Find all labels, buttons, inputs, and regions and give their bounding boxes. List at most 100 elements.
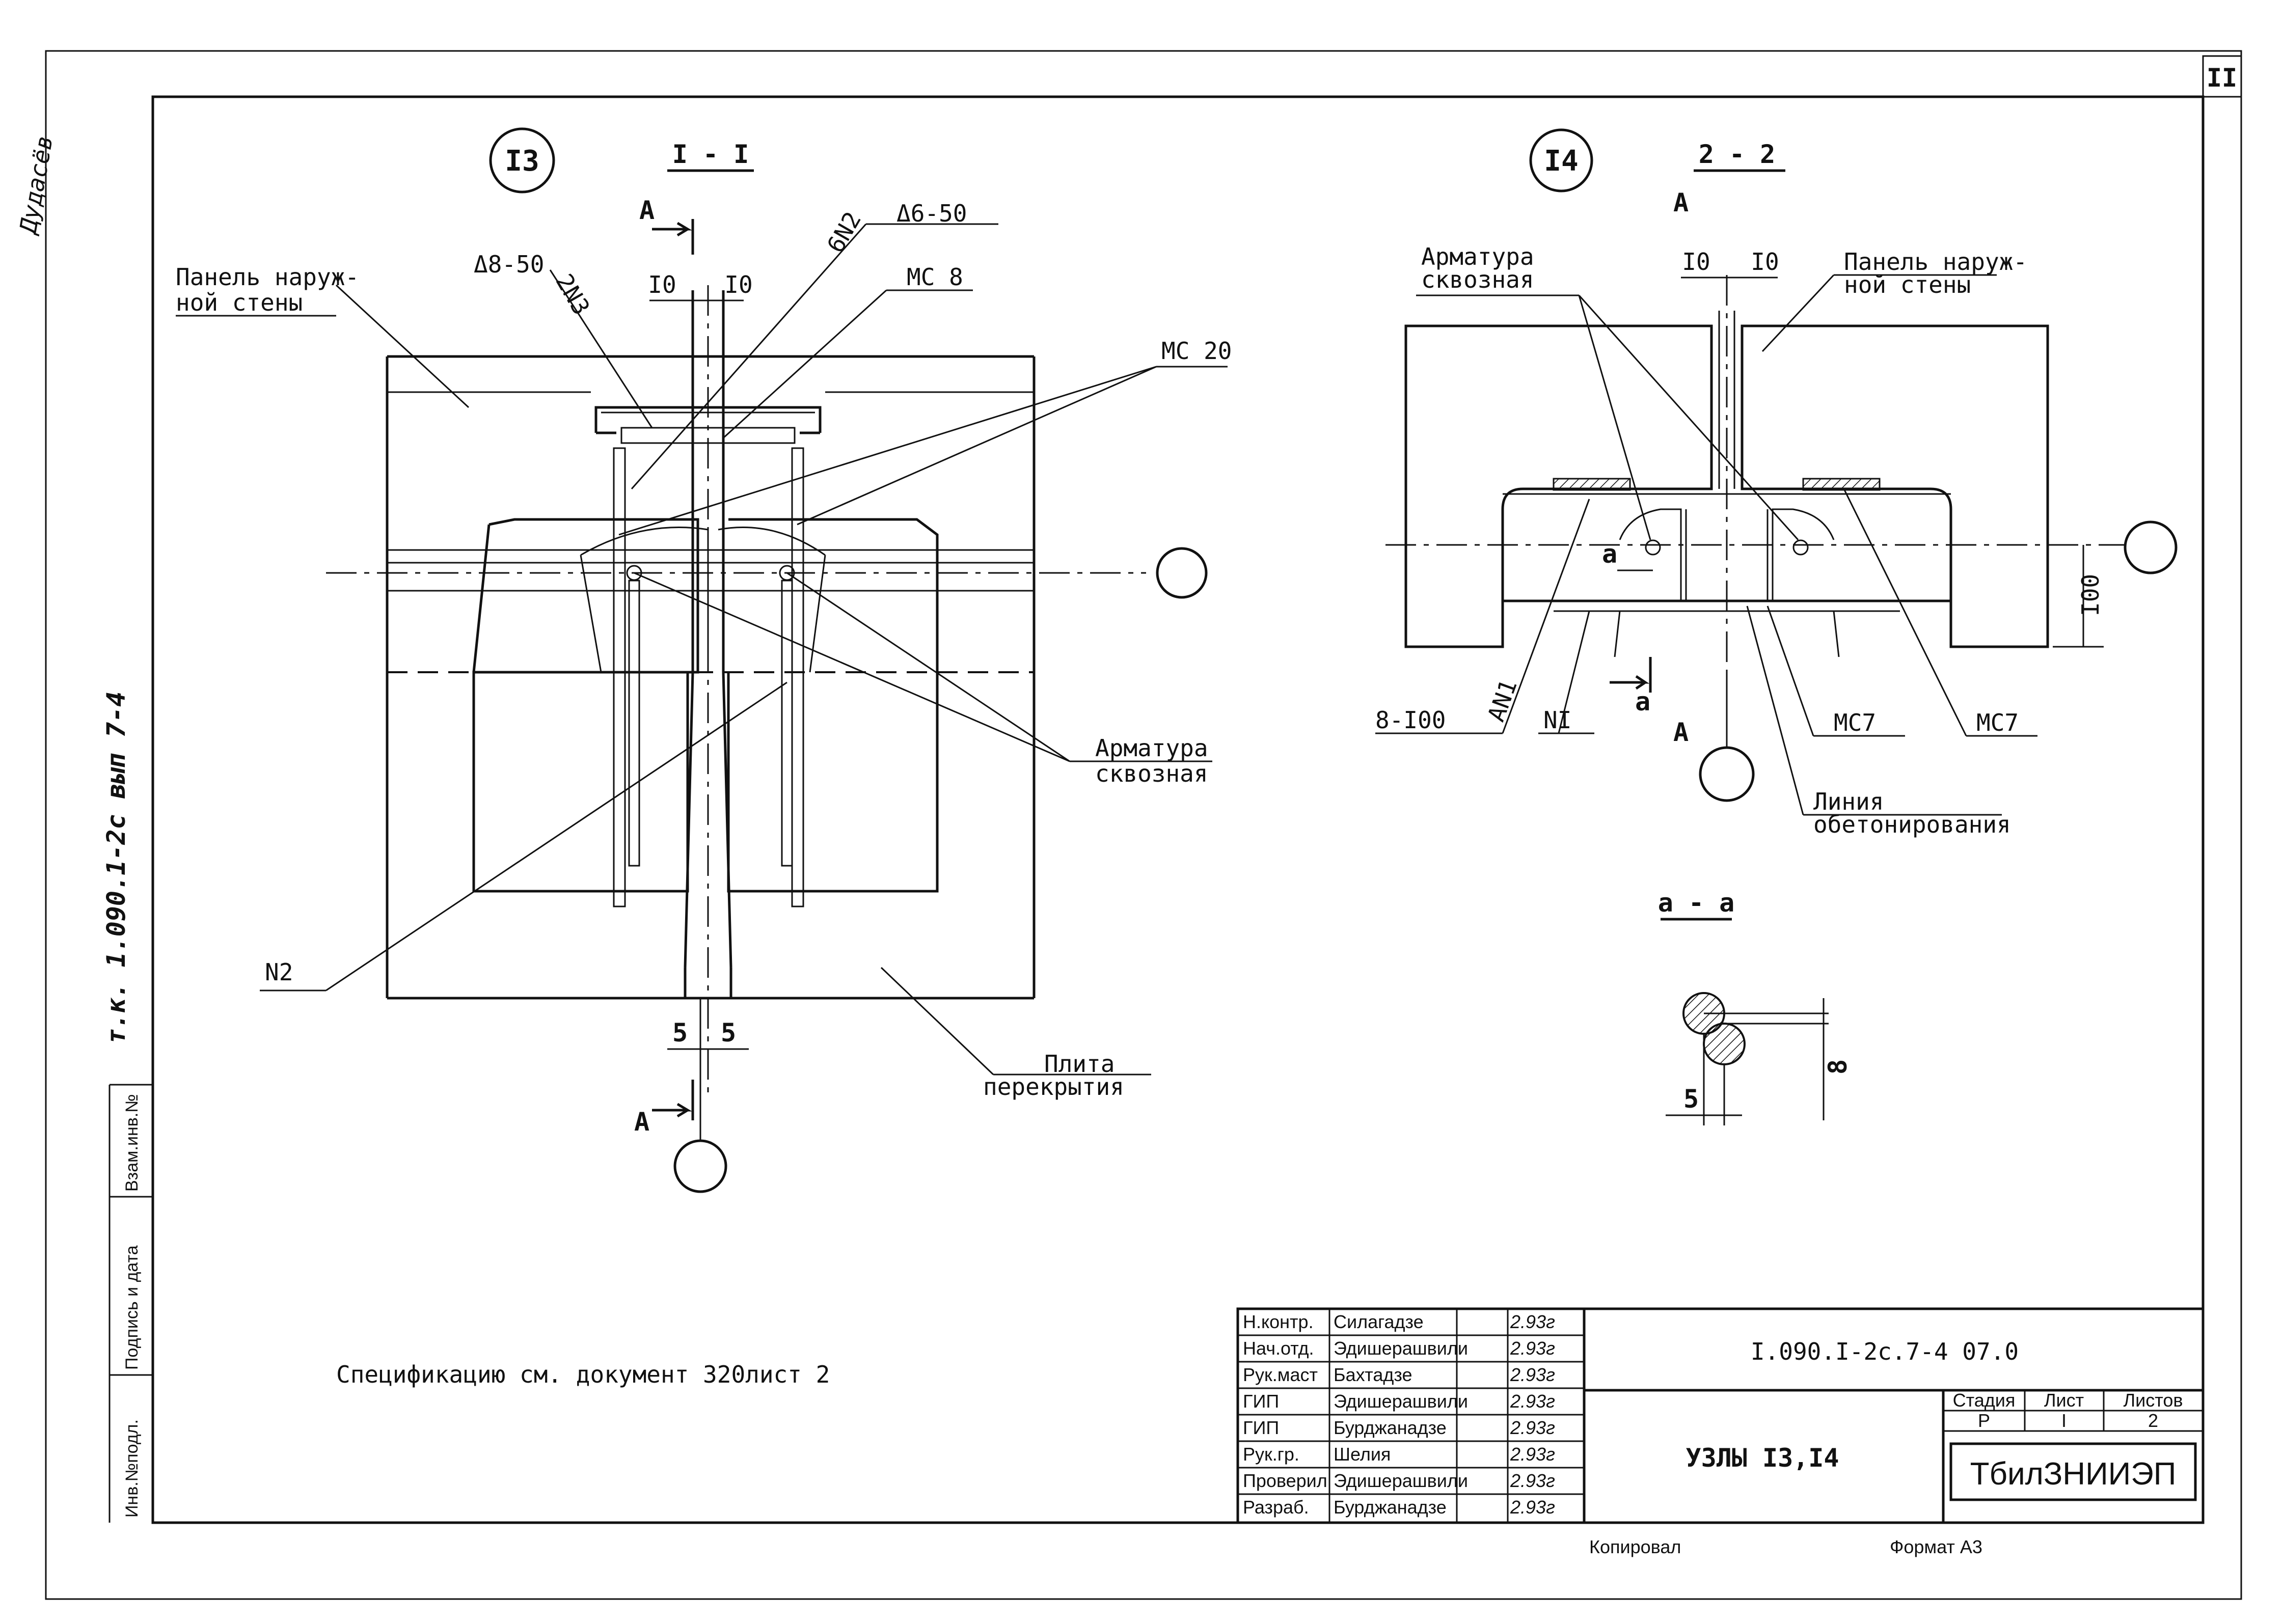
- stamp-roles-7-date: 2.93г: [1510, 1497, 1555, 1518]
- stamp-roles-2-role: Рук.маст: [1243, 1364, 1318, 1385]
- detail-aa: а - а 8 5: [1658, 888, 1853, 1125]
- node14-liniya-1: Линия: [1813, 788, 1884, 815]
- stamp-roles-0-date: 2.93г: [1510, 1311, 1555, 1332]
- spec-note: Спецификацию см. документ 320лист 2: [336, 1361, 830, 1388]
- path-shape: [472, 518, 939, 893]
- node14-section: 2 - 2: [1699, 140, 1776, 169]
- node14-dim10a: I0: [1682, 248, 1710, 276]
- sheet-number-box: [2202, 55, 2242, 98]
- path-shape: [684, 290, 732, 968]
- margin-vzam-inv: Взам.инв.№: [122, 1094, 142, 1192]
- margin-signature: Дудасёв: [14, 133, 59, 237]
- margin-podpis-data: Подпись и дата: [122, 1245, 142, 1370]
- path-shape: [809, 555, 826, 673]
- node13-number: I3: [505, 145, 539, 178]
- stamp-title: УЗЛЫ I3,I4: [1686, 1443, 1839, 1473]
- side-code: т.к. 1.090.1-2с вып 7-4: [101, 692, 131, 1044]
- stamp-stage: Р: [1978, 1410, 1990, 1431]
- node14-drawing: I4 2 - 2 А а А: [1375, 128, 2178, 838]
- stamp-roles-3-role: ГИП: [1243, 1391, 1279, 1412]
- outer-border: [45, 50, 2242, 1600]
- line-shape: [1558, 611, 1590, 734]
- line-shape: [1766, 605, 1814, 736]
- stamp-roles-1-date: 2.93г: [1510, 1338, 1555, 1359]
- line-shape: [880, 967, 994, 1076]
- node13-section: I - I: [672, 140, 749, 169]
- inner-frame: [151, 95, 2205, 1524]
- stamp-roles-0-role: Н.контр.: [1243, 1311, 1314, 1332]
- node13-panel-label-2: ной стены: [176, 289, 303, 316]
- stamp-roles-2-date: 2.93г: [1510, 1364, 1555, 1385]
- stamp-roles-7-name: Бурджанадзе: [1334, 1497, 1447, 1518]
- path-shape: [472, 524, 491, 673]
- node13-armatura-1: Арматура: [1095, 734, 1208, 762]
- circle-shape: [1645, 539, 1661, 556]
- path-shape: [652, 1103, 693, 1118]
- copied-label: Копировал: [1589, 1536, 1681, 1557]
- node14-axis-marker-bottom: [1699, 746, 1755, 802]
- stamp-roles-6-date: 2.93г: [1510, 1470, 1555, 1491]
- rect-shape: [620, 427, 796, 444]
- line-shape: [1843, 488, 1967, 736]
- node14-n1: NI: [1543, 706, 1571, 734]
- line-shape: [325, 681, 787, 992]
- stamp-roles-1-name: Эдишерашвили: [1334, 1338, 1468, 1359]
- node13-panel-label-1: Панель наруж-: [176, 263, 359, 291]
- node14-number: I4: [1544, 145, 1578, 178]
- line-shape: [797, 366, 1157, 526]
- stamp-sheets_label: Листов: [2124, 1390, 2183, 1411]
- line-shape: [722, 289, 887, 439]
- path-shape: [1741, 324, 2049, 648]
- stamp-roles-4-name: Бурджанадзе: [1334, 1417, 1447, 1438]
- margin-inv-podl: Инв.№подл.: [122, 1419, 142, 1518]
- stamp-roles-1-role: Нач.отд.: [1243, 1338, 1314, 1359]
- detail-aa-dim5: 5: [1683, 1084, 1699, 1114]
- line-shape: [335, 284, 470, 408]
- path-shape: [652, 222, 693, 237]
- path-shape: [1772, 508, 1835, 601]
- sheet-number: II: [2207, 63, 2237, 93]
- node14-number-circle: [1529, 128, 1593, 192]
- node13-mc20: МС 20: [1161, 337, 1232, 365]
- line-shape: [549, 269, 653, 428]
- node13-n2n3: 2N3: [550, 269, 595, 320]
- node13-delta8: Δ8-50: [474, 251, 544, 278]
- circle-shape: [1792, 539, 1809, 556]
- node13-armatura-2: сквозная: [1095, 760, 1208, 787]
- node13-arrow-a-bottom: А: [634, 1107, 649, 1137]
- node13-axis-marker-bottom: [673, 1139, 727, 1193]
- circle-shape: [779, 565, 795, 581]
- line-shape: [631, 224, 867, 489]
- node14-axis-marker-right: [2124, 520, 2178, 574]
- line-shape: [1502, 499, 1590, 734]
- line-shape: [1761, 274, 1835, 352]
- node13-plita-1: Плита: [1044, 1050, 1115, 1078]
- line-shape: [786, 572, 1070, 762]
- node13-mc8: МС 8: [907, 263, 963, 291]
- stamp-roles-5-date: 2.93г: [1510, 1444, 1555, 1465]
- stamp-roles-4-role: ГИП: [1243, 1417, 1279, 1438]
- rect-shape: [1949, 1442, 2197, 1501]
- path-shape: [1610, 675, 1650, 690]
- format-label: Формат А3: [1890, 1536, 1982, 1557]
- node13-dim5b: 5: [721, 1018, 736, 1048]
- line-shape: [1746, 605, 1804, 815]
- stamp-sheet: I: [2061, 1410, 2067, 1431]
- node14-an1: АN1: [1482, 676, 1523, 725]
- stamp-doc-code: I.090.I-2с.7-4 07.0: [1751, 1338, 2019, 1365]
- detail-aa-title: а - а: [1658, 888, 1735, 918]
- node13-arrow-a-top: А: [639, 196, 655, 225]
- node14-dim10b: I0: [1751, 248, 1779, 276]
- node13-n2: N2: [265, 958, 293, 986]
- stamp-sheet_label: Лист: [2044, 1390, 2084, 1411]
- rect-shape: [628, 580, 640, 867]
- path-shape: [580, 527, 709, 672]
- path-shape: [580, 555, 602, 673]
- stamp-roles-4-date: 2.93г: [1510, 1417, 1555, 1438]
- stamp-roles-3-date: 2.93г: [1510, 1391, 1555, 1412]
- node13-number-circle: [489, 127, 555, 194]
- stamp-roles-7-role: Разраб.: [1243, 1497, 1309, 1518]
- stamp-roles-5-role: Рук.гр.: [1243, 1444, 1299, 1465]
- stamp-sheets: 2: [2148, 1410, 2158, 1431]
